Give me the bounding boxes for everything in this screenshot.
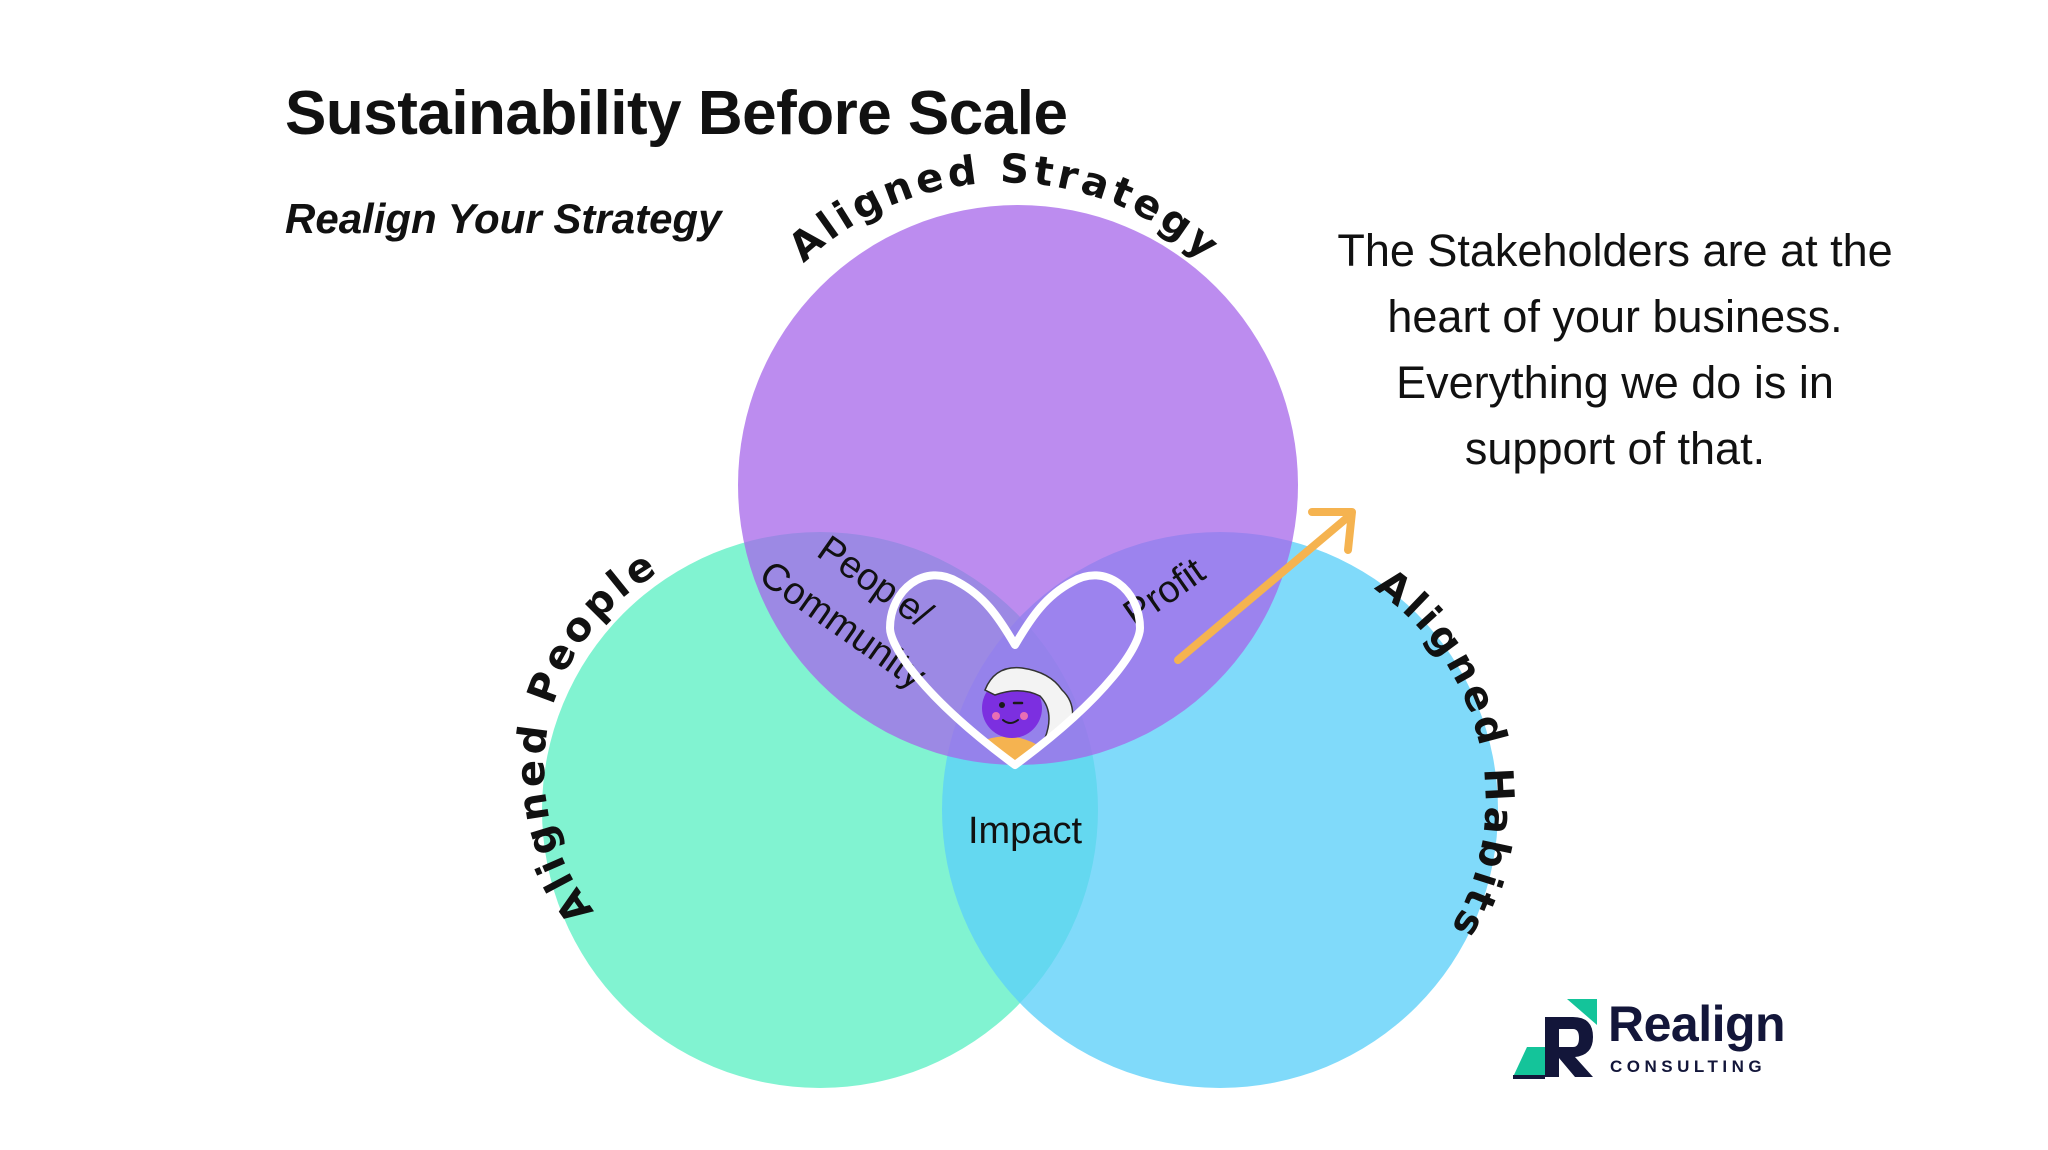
callout-text: The Stakeholders are at the heart of you…: [1337, 225, 1893, 474]
arrow-icon: [1174, 508, 1356, 664]
label-impact: Impact: [968, 810, 1082, 852]
logo-name: Realign: [1608, 996, 1786, 1052]
realign-logo: Realign CONSULTING: [1505, 995, 1795, 1085]
page-title: Sustainability Before Scale: [285, 79, 1068, 148]
heart-icon: [886, 571, 1144, 769]
logo-subtitle: CONSULTING: [1610, 1057, 1767, 1076]
circle-aligned-strategy: [738, 205, 1298, 765]
page-subtitle: Realign Your Strategy: [285, 195, 722, 242]
realign-logo-mark: [1513, 999, 1597, 1079]
